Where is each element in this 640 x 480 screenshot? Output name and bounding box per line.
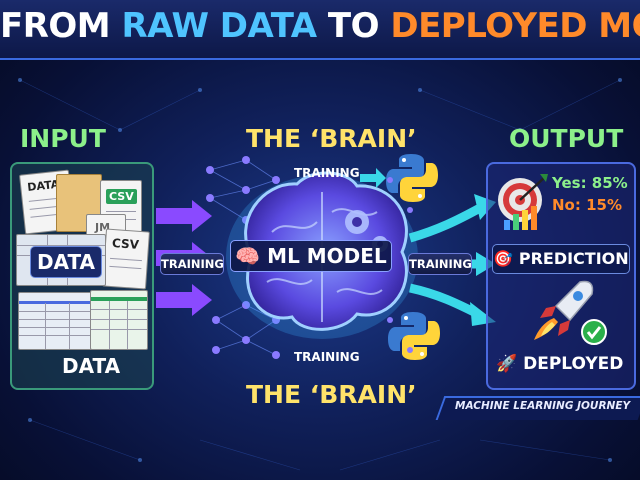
doc-csv-label-top: CSV [106,189,137,204]
page-title: FROM RAW DATA TO DEPLOYED MODEL [0,6,640,46]
heading-brain-bottom: THE ‘BRAIN’ [246,380,417,409]
prediction-label: 🎯 PREDICTION [492,244,630,274]
title-part-to: TO [316,6,391,46]
python-logo-icon [386,154,438,202]
arrow-right-icon [360,168,386,188]
arrow-right-icon [156,284,212,316]
ml-model-text: ML MODEL [267,244,387,268]
data-label-box: DATA [30,246,102,278]
training-label-right: TRAINING [408,253,472,275]
title-part-deployed-model: DEPLOYED MODEL [390,6,640,46]
brain-emoji-icon: 🧠 [235,244,261,268]
bar-chart-icon [504,206,537,230]
folder-icon [56,174,102,232]
title-part-from: FROM [0,6,122,46]
deployed-text: DEPLOYED [523,354,624,374]
check-icon [581,319,607,345]
prediction-text: PREDICTION [518,249,629,268]
footer-text: MACHINE LEARNING JOURNEY [455,400,631,412]
yes-probability: Yes: 85% [552,174,628,192]
deployed-label: 🚀 DEPLOYED [496,354,623,374]
output-panel: Yes: 85% No: 15% 🎯 PREDICTION 🚀 DEPLOYED [486,162,636,390]
target-small-icon: 🎯 [493,249,514,268]
no-probability: No: 15% [552,196,622,214]
input-bottom-data-label: DATA [62,354,121,378]
doc-csv-label-mid: CSV [111,236,140,252]
rocket-icon [534,280,594,340]
spreadsheet-bottom-left [18,292,98,350]
ml-model-label: 🧠 ML MODEL [230,240,392,272]
doc-data-label: DATA [26,177,60,194]
title-bar [0,0,640,60]
heading-brain-top: THE ‘BRAIN’ [246,124,417,153]
training-label-bottom: TRAINING [294,350,360,364]
input-panel: DATA CSV JM CSV DATA [10,162,154,390]
spreadsheet-bottom-right [90,290,148,350]
heading-input: INPUT [20,124,106,153]
heading-output: OUTPUT [509,124,624,153]
title-part-raw-data: RAW DATA [121,6,317,46]
neural-network-right [387,177,413,353]
training-label-top: TRAINING [294,166,360,180]
document-csv-mid: CSV [102,228,150,290]
small-arrow-top [360,168,386,188]
arrow-right-icon [156,200,212,232]
rocket-small-icon: 🚀 [496,354,518,374]
training-label-left: TRAINING [160,253,224,275]
